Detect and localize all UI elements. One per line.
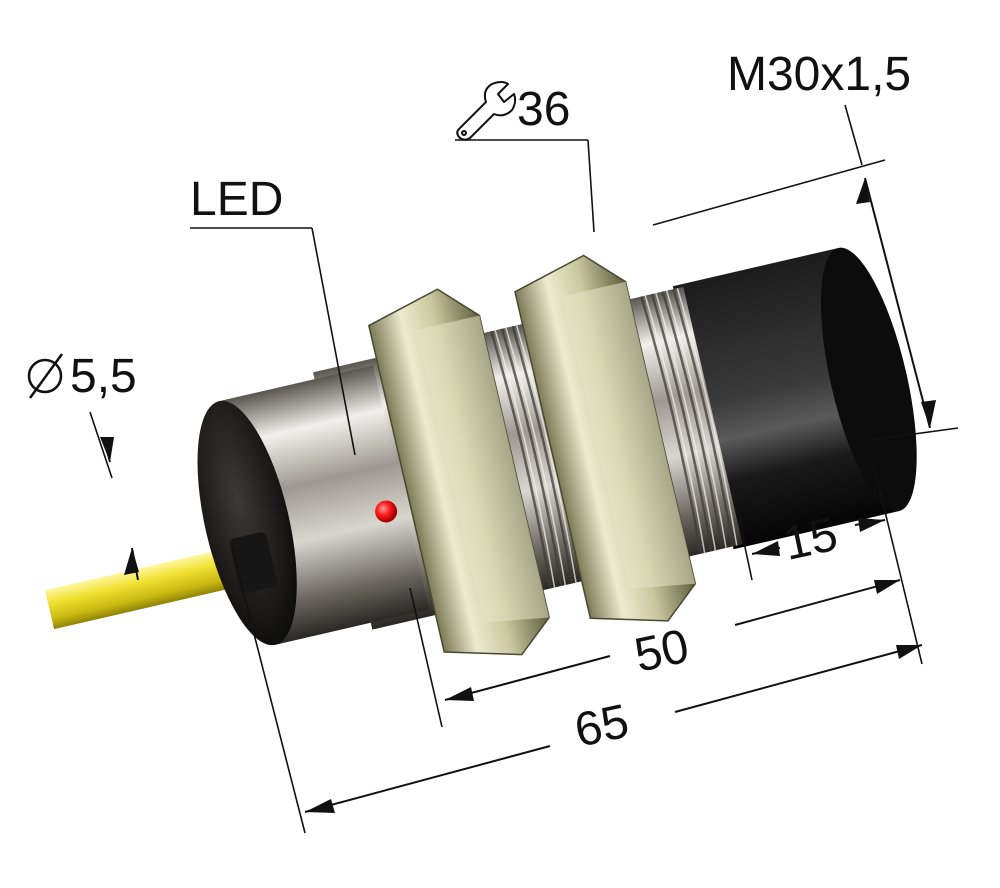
thread-highlight bbox=[515, 325, 577, 583]
thread-highlight bbox=[494, 330, 556, 588]
thread-ridge bbox=[511, 325, 574, 584]
hex-nut-rear bbox=[368, 288, 550, 656]
hex-nut-front bbox=[514, 254, 697, 622]
thread-highlight bbox=[655, 292, 717, 551]
thread-highlight bbox=[644, 295, 706, 554]
threads bbox=[490, 287, 738, 589]
led-indicator bbox=[375, 500, 398, 523]
sensor-body bbox=[45, 247, 917, 656]
thread-highlight bbox=[665, 290, 727, 549]
wrench-icon bbox=[456, 81, 517, 141]
wrench-size-label: 36 bbox=[517, 83, 570, 136]
led-label: LED bbox=[190, 173, 283, 226]
thread-ridge bbox=[490, 330, 552, 589]
dim-body-label: 50 bbox=[630, 620, 693, 683]
sensing-cap-face bbox=[820, 247, 917, 512]
diameter-symbol-icon bbox=[27, 353, 64, 399]
dim-total-label: 65 bbox=[570, 695, 633, 758]
dim-cap-label: 15 bbox=[779, 508, 842, 571]
cable-diameter-label: 5,5 bbox=[70, 350, 137, 403]
thread-ridge bbox=[650, 293, 713, 552]
thread-ridge bbox=[661, 291, 724, 550]
thread-ridge bbox=[672, 288, 735, 547]
thread-ridge bbox=[640, 296, 702, 554]
thread-label: M30x1,5 bbox=[727, 48, 911, 101]
thread-highlight bbox=[505, 327, 567, 586]
thread-highlight bbox=[676, 287, 738, 546]
arrowheads bbox=[100, 178, 936, 813]
cable-gland bbox=[229, 532, 277, 594]
thread-ridge bbox=[500, 328, 563, 587]
